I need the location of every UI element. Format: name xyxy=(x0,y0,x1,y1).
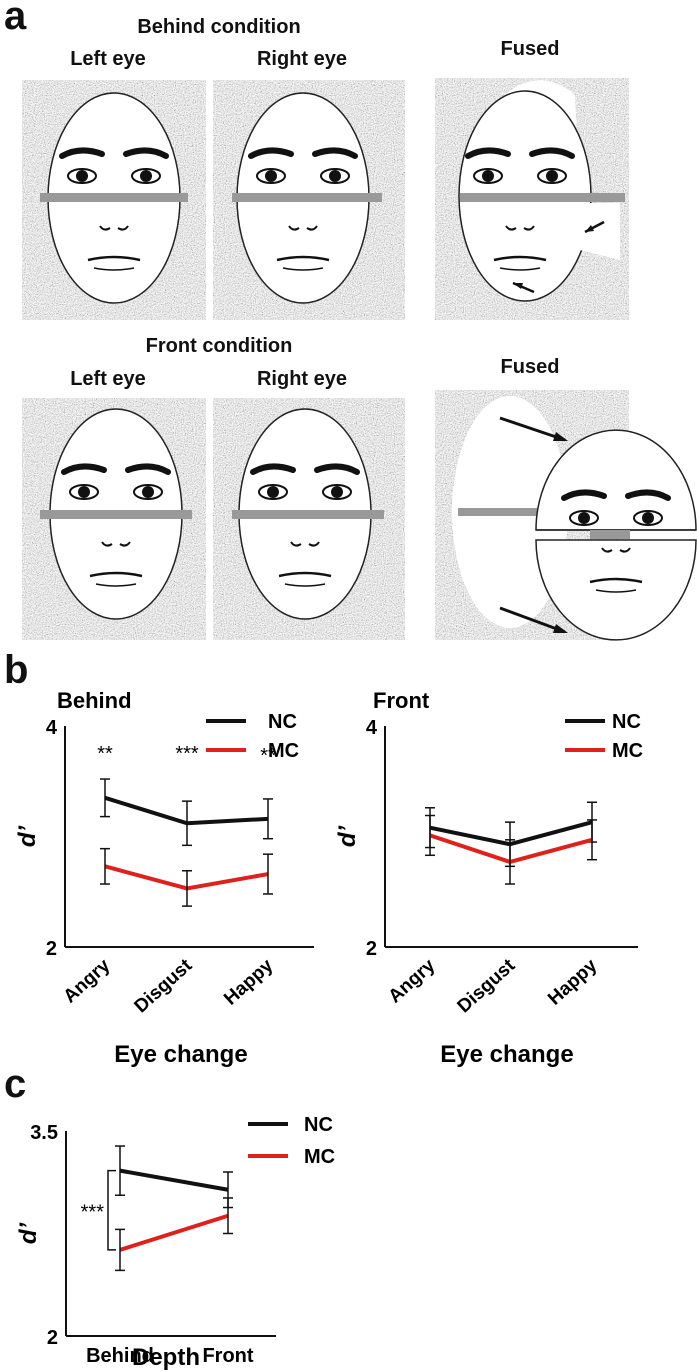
significance-annotation: ** xyxy=(97,743,113,765)
series-line-mc xyxy=(119,1213,229,1252)
front-fused-label: Fused xyxy=(500,356,560,378)
legend-label: MC xyxy=(268,740,299,762)
y-axis-label: d’ xyxy=(334,826,361,848)
behind-fused-label: Fused xyxy=(500,38,560,60)
front-fused-stimulus xyxy=(435,390,697,641)
x-tick-label: Disgust xyxy=(131,955,197,1018)
significance-bracket xyxy=(107,1169,116,1251)
x-tick-label: Front xyxy=(202,1345,253,1367)
front-right-eye-stimulus xyxy=(213,398,405,640)
front-left-eye-label: Left eye xyxy=(70,368,146,390)
behind-right-eye-stimulus xyxy=(213,80,405,320)
front-right-eye-label: Right eye xyxy=(256,368,348,390)
y-tick-label: 4 xyxy=(366,717,378,739)
y-axis-label: d’ xyxy=(14,826,41,848)
x-tick-label: Angry xyxy=(384,955,439,1008)
y-axis-label: d’ xyxy=(15,1223,42,1245)
x-tick-label: Happy xyxy=(544,955,602,1010)
legend-label: MC xyxy=(304,1146,335,1168)
y-tick-label: 3.5 xyxy=(30,1122,58,1144)
legend-label: MC xyxy=(612,740,643,762)
x-tick-label: Disgust xyxy=(454,955,520,1018)
y-tick-label: 4 xyxy=(46,717,58,739)
x-tick-label: Angry xyxy=(59,955,114,1008)
significance-annotation: *** xyxy=(81,1201,105,1223)
x-tick-label: Happy xyxy=(220,955,278,1010)
behind-left-eye-stimulus xyxy=(22,80,206,320)
x-axis-label: Eye change xyxy=(114,1041,247,1068)
y-tick-label: 2 xyxy=(46,938,57,960)
significance-annotation: ** xyxy=(260,745,276,767)
behind-right-eye-label: Right eye xyxy=(256,48,348,70)
significance-annotation: *** xyxy=(175,743,199,765)
panel-c-letter: c xyxy=(4,1062,27,1106)
face-stimuli-illustration xyxy=(22,78,697,641)
x-axis-label: Depth xyxy=(132,1344,200,1371)
x-axis-label: Eye change xyxy=(440,1041,573,1068)
panel-a-letter: a xyxy=(4,0,27,38)
y-tick-label: 2 xyxy=(366,938,377,960)
panel-b-letter: b xyxy=(4,648,29,692)
chart-title: Behind xyxy=(57,688,132,713)
legend-label: NC xyxy=(268,711,297,733)
front-condition-title: Front condition xyxy=(145,335,293,357)
behind-fused-stimulus xyxy=(435,78,629,320)
front-left-eye-stimulus xyxy=(22,398,206,640)
behind-condition-title: Behind condition xyxy=(137,16,301,38)
legend-label: NC xyxy=(304,1114,333,1136)
y-tick-label: 2 xyxy=(47,1327,58,1349)
behind-left-eye-label: Left eye xyxy=(70,48,146,70)
series-line-nc xyxy=(119,1168,229,1192)
legend-label: NC xyxy=(612,711,641,733)
series-line-nc xyxy=(429,820,593,847)
chart-title: Front xyxy=(373,688,430,713)
x-tick-label: Behind xyxy=(86,1345,154,1367)
